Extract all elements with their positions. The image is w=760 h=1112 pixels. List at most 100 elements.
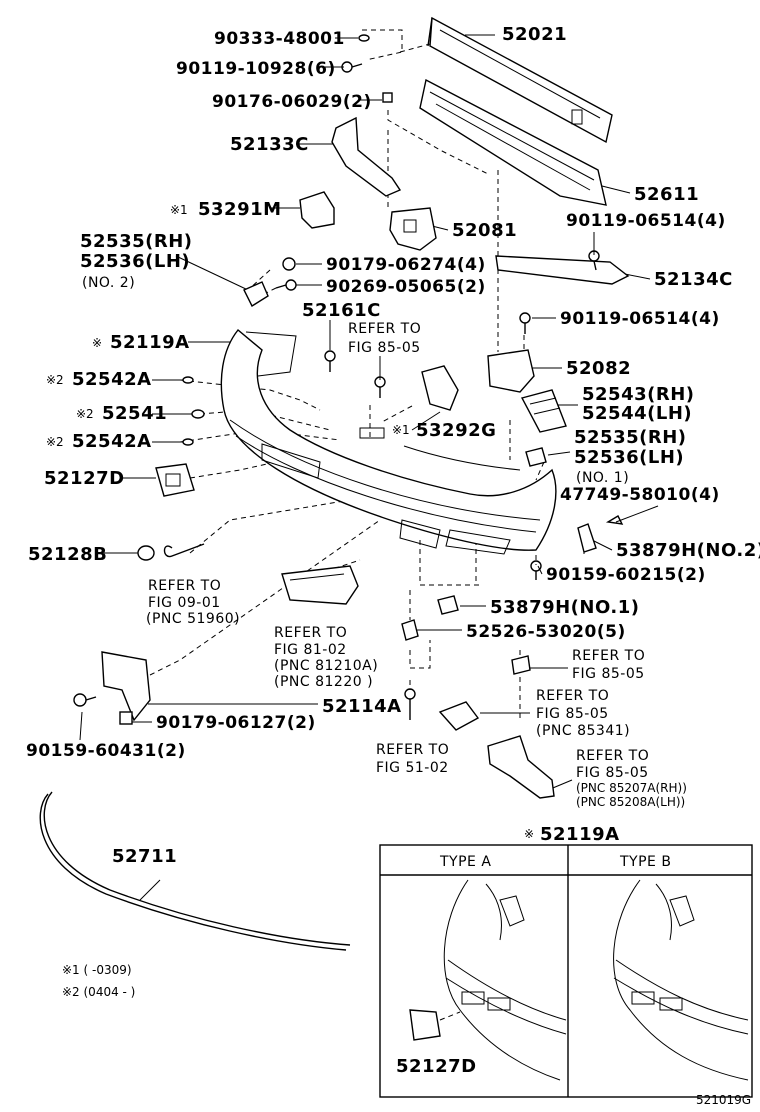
- ref-85-05-d-line2: FIG 85-05: [576, 765, 649, 781]
- ref-81-02-line2: FIG 81-02: [274, 642, 347, 658]
- label-90179-06274: 90179-06274(4): [326, 255, 486, 275]
- label-no2: (NO. 2): [82, 275, 135, 291]
- clip-52526-53020: [401, 619, 419, 641]
- screw-ref-85-05: [374, 376, 386, 398]
- cap-52541: [191, 409, 205, 419]
- ref-85-05-c-line1: REFER TO: [536, 688, 609, 704]
- label-90159-60431: 90159-60431(2): [26, 741, 186, 761]
- ref-81-02-line1: REFER TO: [274, 625, 347, 641]
- label-52543-rh: 52543(RH): [582, 384, 695, 405]
- retainer-53292G: [421, 365, 459, 411]
- bracket-52134C: [495, 255, 630, 285]
- label-52114A: 52114A: [322, 696, 402, 717]
- label-52536-lh-a: 52536(LH): [80, 251, 190, 272]
- inset-title: 52119A: [540, 824, 620, 845]
- ref-81-02-line3: (PNC 81210A): [274, 658, 378, 674]
- label-90119-06514-a: 90119-06514(4): [566, 211, 726, 231]
- label-90119-10928: 90119-10928(6): [176, 59, 336, 79]
- bracket-52081: [389, 207, 437, 251]
- washer-nozzle-ref-85-05-d: [487, 735, 555, 799]
- cap-90333: [358, 34, 370, 42]
- ref-85-05-b-line2: FIG 85-05: [572, 666, 645, 682]
- bracket-52082: [487, 349, 535, 393]
- bracket-53879H-no1: [437, 595, 459, 615]
- label-52082: 52082: [566, 358, 631, 379]
- bolt-90119-10928: [341, 61, 363, 73]
- nut-90176-06029: [382, 92, 393, 103]
- bolt-90119-06514-a: [588, 250, 600, 271]
- cover-ref-85-05-c: [438, 701, 480, 731]
- ref-85-05-d-line3: (PNC 85207A(RH)): [576, 781, 687, 795]
- ref-85-05-b-line1: REFER TO: [572, 648, 645, 664]
- label-52611: 52611: [634, 184, 699, 205]
- ref-85-05-a-line2: FIG 85-05: [348, 340, 421, 356]
- bracket-52114A: [101, 651, 151, 722]
- figure-code: 521019G: [696, 1093, 751, 1107]
- ref-51-02-line1: REFER TO: [376, 742, 449, 758]
- absorber-52611: [419, 78, 607, 206]
- label-52127D: 52127D: [44, 468, 125, 489]
- retainer-53291M: [299, 191, 335, 229]
- mark-53292G: ※1: [392, 423, 410, 437]
- spacer-52535-no2: [243, 281, 269, 308]
- plug-52542A-1: [182, 376, 194, 384]
- inset-type-a-bumper: [409, 879, 567, 1081]
- inset-type-b-label: TYPE B: [619, 854, 671, 870]
- clip-ref-85-05-b: [511, 655, 531, 675]
- label-52535-rh-b: 52535(RH): [574, 427, 687, 448]
- clip-52161C: [324, 350, 336, 372]
- mark-52541: ※2: [76, 407, 94, 421]
- label-90176-06029: 90176-06029(2): [212, 92, 372, 112]
- ref-85-05-c-line2: FIG 85-05: [536, 706, 609, 722]
- label-53291M: 53291M: [198, 199, 282, 220]
- bracket-52133C: [331, 116, 402, 197]
- label-90179-06127: 90179-06127(2): [156, 713, 316, 733]
- bolt-90159-60431: [73, 693, 97, 707]
- label-90269-05065: 90269-05065(2): [326, 277, 486, 297]
- inset-label-52127D: 52127D: [396, 1056, 477, 1077]
- mark-52119A: ※: [92, 336, 102, 350]
- ref-85-05-c-line3: (PNC 85341): [536, 723, 630, 739]
- label-52161C: 52161C: [302, 300, 381, 321]
- screw-90159-60215: [530, 560, 542, 580]
- ref-09-01-line3: (PNC 51960): [146, 611, 240, 627]
- screw-90269-05065: [275, 279, 297, 291]
- ref-85-05-a-line1: REFER TO: [348, 321, 421, 337]
- clip-47749: [605, 515, 624, 525]
- mark-52542A-2: ※2: [46, 435, 64, 449]
- label-90119-06514-b: 90119-06514(4): [560, 309, 720, 329]
- label-no1: (NO. 1): [576, 470, 629, 486]
- label-52544-lh: 52544(LH): [582, 403, 692, 424]
- label-52526-53020: 52526-53020(5): [466, 622, 626, 642]
- screw-ref-51-02: [404, 688, 416, 720]
- inset-52119A-types: [379, 844, 753, 1098]
- bolt-90119-06514-b: [519, 312, 531, 334]
- label-52081: 52081: [452, 220, 517, 241]
- spacer-52535-no1: [525, 447, 547, 467]
- note-2: ※2 (0404 - ): [62, 985, 135, 999]
- bracket-53879H-no2: [577, 523, 597, 553]
- note-1: ※1 ( -0309): [62, 963, 132, 977]
- cap-52128B: [137, 543, 205, 561]
- ref-85-05-d-line1: REFER TO: [576, 748, 649, 764]
- label-52542A-2: 52542A: [72, 431, 152, 452]
- ref-09-01-line1: REFER TO: [148, 578, 221, 594]
- label-53879H-no1: 53879H(NO.1): [490, 597, 639, 618]
- label-90159-60215: 90159-60215(2): [546, 565, 706, 585]
- label-52536-lh-b: 52536(LH): [574, 447, 684, 468]
- label-52541: 52541: [102, 403, 167, 424]
- label-52119A: 52119A: [110, 332, 190, 353]
- label-52133C: 52133C: [230, 134, 309, 155]
- ref-51-02-line2: FIG 51-02: [376, 760, 449, 776]
- label-47749-58010: 47749-58010(4): [560, 485, 720, 505]
- label-90333-48001: 90333-48001: [214, 29, 345, 49]
- ref-81-02-line4: (PNC 81220 ): [274, 674, 373, 690]
- nut-90179-06127: [119, 711, 133, 725]
- label-53292G: 53292G: [416, 420, 496, 441]
- ref-09-01-line2: FIG 09-01: [148, 595, 221, 611]
- label-52535-rh-a: 52535(RH): [80, 231, 193, 252]
- mark-52542A-1: ※2: [46, 373, 64, 387]
- inset-title-mark: ※: [524, 827, 534, 841]
- plug-52542A-2: [182, 438, 194, 446]
